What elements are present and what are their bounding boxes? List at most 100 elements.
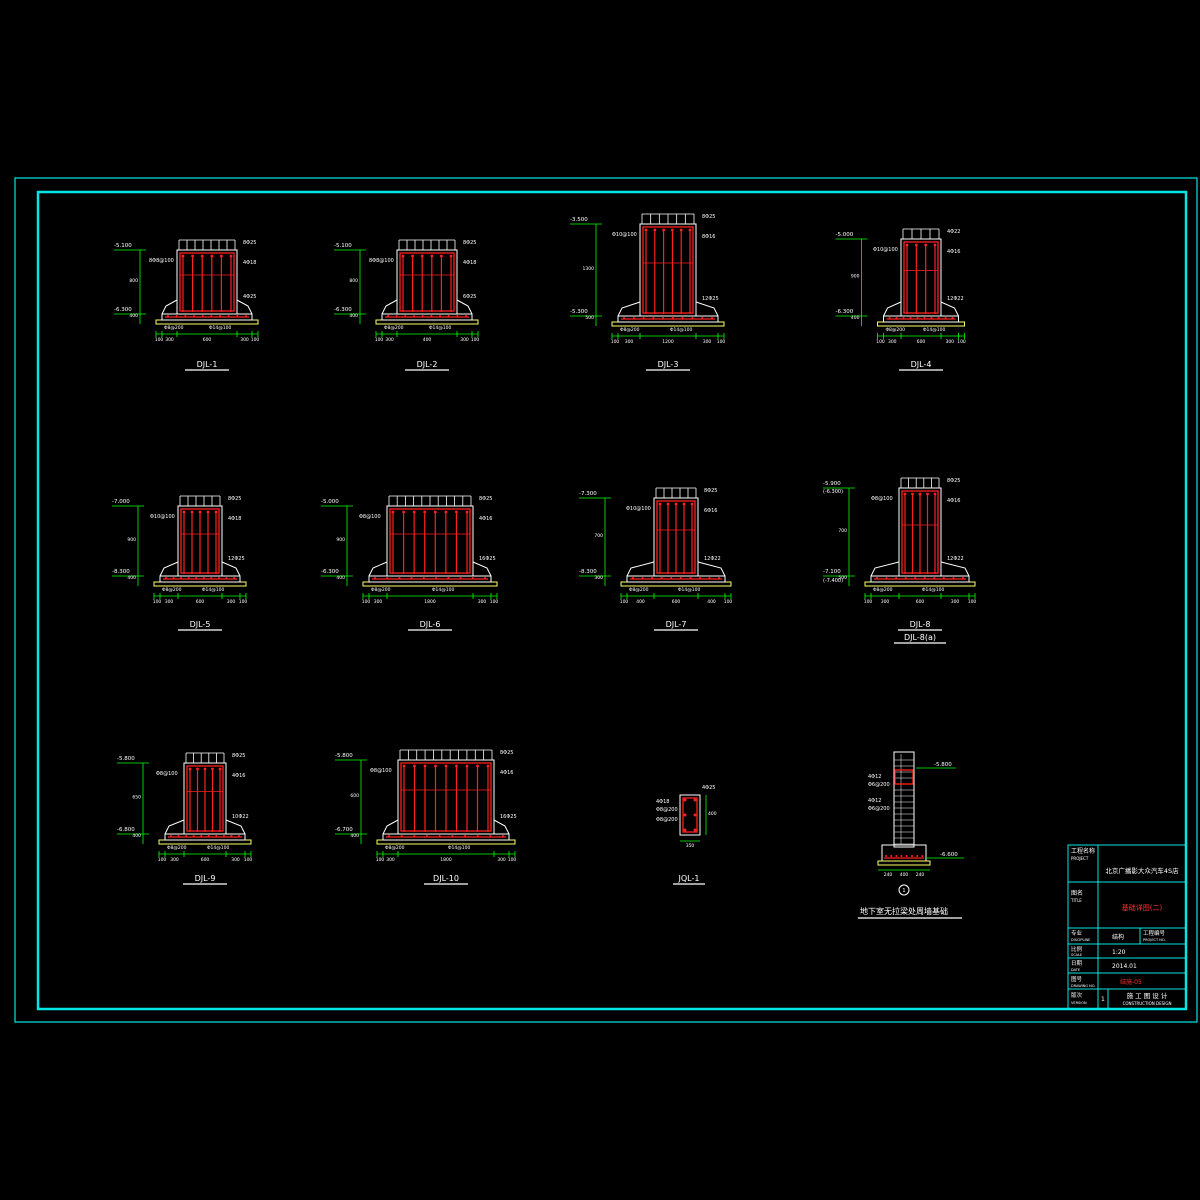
dimension-value: 300 <box>951 599 960 605</box>
rebar-callout: Φ6@200 <box>868 782 890 788</box>
drawing-title: 基础详图(二) <box>1122 903 1163 912</box>
dimension-value: 100 <box>508 857 517 863</box>
dimension-value: 100 <box>968 599 977 605</box>
dimension-value: 100 <box>957 339 966 345</box>
slab-rebar-dot <box>439 315 441 317</box>
rebar-callout: Φ8@100 <box>359 514 381 520</box>
level-top: -7.300 <box>579 491 597 497</box>
rebar-callout: Φ8@200 <box>886 327 906 333</box>
section-djl-7: -7.300-8.3007003008Φ256Φ16Φ10@10012Φ22Φ8… <box>579 487 732 631</box>
haunch-left <box>368 561 388 577</box>
dimension-value: 600 <box>916 599 925 605</box>
dimension-value: 100 <box>471 337 480 343</box>
height-dimension: 500 <box>585 315 594 321</box>
rebar-callout: 8Φ25 <box>704 488 717 494</box>
slab-rebar-dot <box>210 315 213 317</box>
title-block: 工程名称 PROJECT 北京广播影大众汽车4S店 图名 TITLE 基础详图(… <box>1067 844 1187 1010</box>
rebar-dot <box>679 228 683 232</box>
slab-rebar-dot <box>426 835 428 837</box>
rebar-dot <box>206 510 210 514</box>
slab-rebar-dot <box>942 577 945 579</box>
rebar-dot <box>666 502 670 506</box>
rebar-callout: Φ6@200 <box>868 806 890 812</box>
rebar-callout: 4Φ18 <box>228 516 241 522</box>
section-djl-10: -5.800-6.7006004008Φ254Φ16Φ8@10016Φ25Φ8@… <box>335 749 517 885</box>
stirrup <box>389 508 471 574</box>
height-dimension: 400 <box>127 575 136 581</box>
rebar-dot <box>420 254 424 258</box>
slab-rebar-dot <box>404 315 407 317</box>
rebar-dot <box>924 243 928 247</box>
slab-rebar-dot <box>701 317 704 319</box>
rebar-dot <box>455 764 458 768</box>
haunch-left <box>870 561 900 577</box>
rebar-dot <box>905 855 908 857</box>
height-dimension: 900 <box>336 537 345 543</box>
stirrup <box>642 226 694 314</box>
rebar-dot <box>211 767 214 771</box>
rebar-callout: Φ14@100 <box>922 587 944 593</box>
rebar-callout: Φ14@100 <box>448 845 470 851</box>
rebar-dot <box>196 767 199 771</box>
slab-rebar-dot <box>909 317 912 319</box>
slab-rebar-dot <box>698 577 701 579</box>
rebar-dot <box>933 492 937 496</box>
rebar-dot <box>188 767 192 771</box>
slab-rebar-dot <box>916 317 919 319</box>
dimension-value: 600 <box>672 599 681 605</box>
section-caption: DJL-2 <box>417 360 438 369</box>
haunch-left <box>164 819 185 835</box>
project-label: 工程名称 <box>1071 847 1095 855</box>
slab-rebar-dot <box>395 315 398 317</box>
rebar-callout: 12Φ22 <box>947 296 964 302</box>
rebar-dot <box>434 764 437 768</box>
discipline-label-en: DISCIPLINE <box>1071 938 1090 942</box>
date-label-en: DATE <box>1071 968 1080 972</box>
discipline-value: 结构 <box>1112 933 1124 941</box>
slab-rebar-dot <box>951 317 954 319</box>
slab-rebar-dot <box>691 317 694 319</box>
rebar-callout: 8Φ25 <box>947 478 960 484</box>
dimension-value: 100 <box>158 857 167 863</box>
rebar-dot <box>921 855 924 857</box>
level-top: -7.000 <box>112 499 130 505</box>
rebar-dot <box>440 254 443 258</box>
slab-rebar-dot <box>651 577 654 579</box>
dimension-value: 300 <box>227 599 236 605</box>
haunch-right <box>221 561 241 577</box>
slab-rebar-dot <box>632 577 634 579</box>
height-dimension: 400 <box>851 315 860 321</box>
dimension-value: 300 <box>386 857 395 863</box>
dimension-value: 400 <box>707 599 716 605</box>
slab-rebar-dot <box>175 315 178 317</box>
slab-rebar-dot <box>185 835 188 837</box>
rebar-dot <box>895 855 898 857</box>
haunch-right <box>697 561 726 577</box>
rebar-callout: Φ14@100 <box>209 325 231 331</box>
dimension-value: 240 <box>884 872 893 878</box>
slab-rebar-dot <box>172 577 175 579</box>
rebar-dot <box>905 243 909 247</box>
slab-rebar-dot <box>170 835 172 837</box>
level-top: -5.800 <box>335 753 353 759</box>
dimension-value: 300 <box>703 339 712 345</box>
rebar-callout: 8Φ25 <box>232 753 245 759</box>
project-no-label: 工程编号 <box>1143 929 1166 937</box>
rebar-callout: Φ14@100 <box>202 587 224 593</box>
haunch-left <box>161 299 178 315</box>
rebar-dot <box>933 243 937 247</box>
rebar-callout: Φ14@100 <box>923 327 945 333</box>
rebar-callout: 4Φ25 <box>243 294 256 300</box>
height-dimension: 700 <box>838 528 847 534</box>
dimension-value: 400 <box>708 811 717 817</box>
scale-value: 1:20 <box>1112 949 1126 956</box>
slab-rebar-dot <box>165 577 167 579</box>
height-dimension: 800 <box>129 278 138 284</box>
slab-rebar-dot <box>662 317 665 319</box>
rebar-dot <box>465 510 469 514</box>
slab-rebar-dot <box>219 315 221 317</box>
haunch-right <box>472 561 492 577</box>
inner-frame <box>36 190 1188 1011</box>
jql-outline <box>679 794 701 836</box>
rebar-dot <box>644 228 648 232</box>
